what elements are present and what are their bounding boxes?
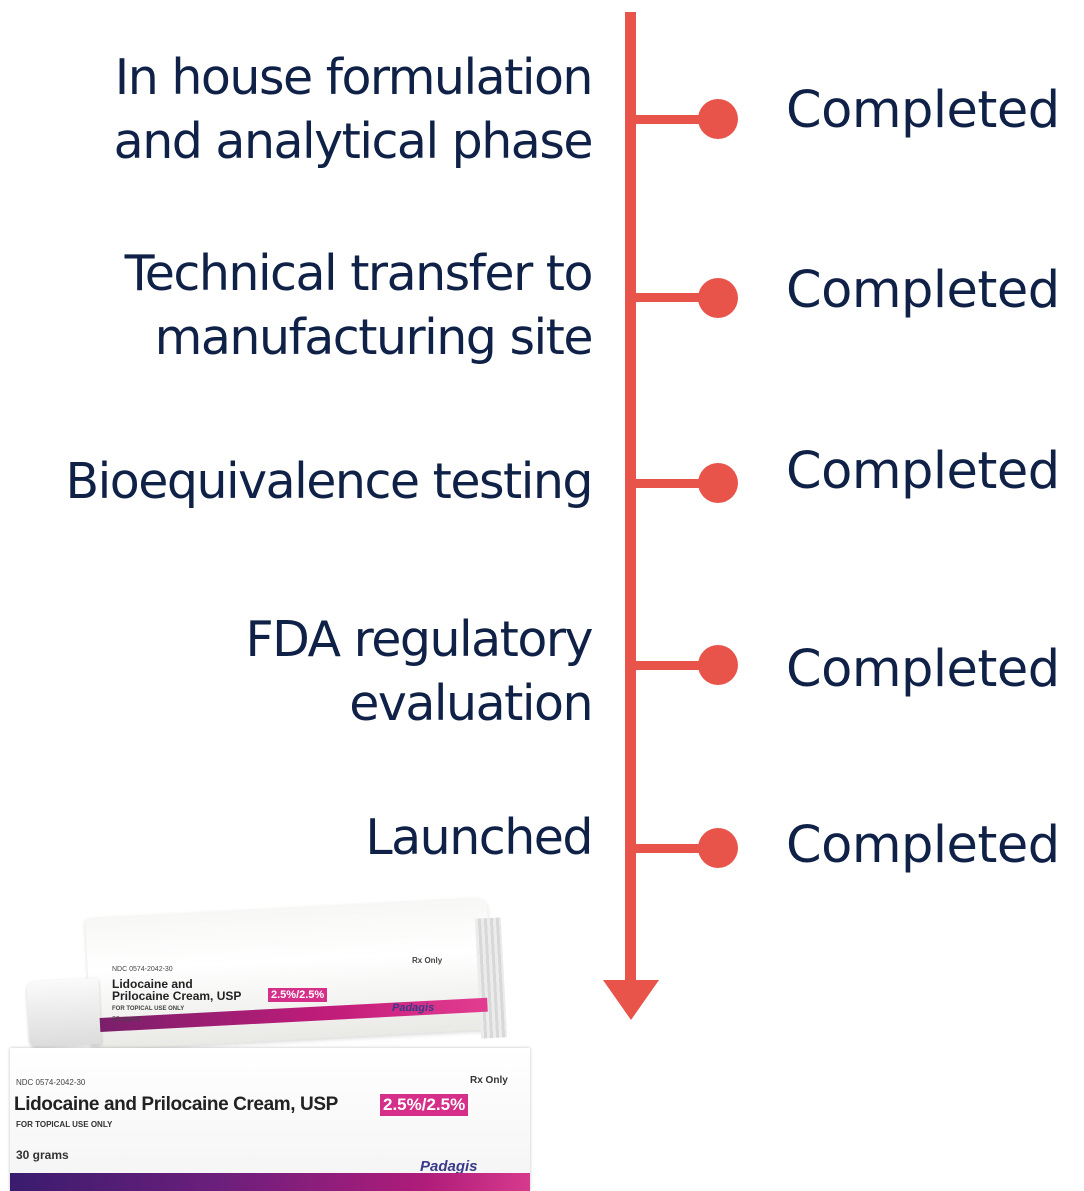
step-status: Completed	[786, 81, 1060, 140]
tube-rx-only: Rx Only	[412, 956, 443, 965]
tube-usage: FOR TOPICAL USE ONLY	[112, 1006, 185, 1012]
step-status: Completed	[786, 442, 1060, 501]
tube-strength-badge: 2.5%/2.5%	[268, 988, 328, 1002]
step-label-tech-transfer: Technical transfer to manufacturing site	[124, 245, 594, 366]
box-usage: FOR TOPICAL USE ONLY	[16, 1120, 113, 1129]
step-status: Completed	[786, 261, 1060, 320]
step-marker-dot	[698, 645, 738, 685]
step-marker-dot	[698, 278, 738, 318]
tube-ndc: NDC 0574-2042-30	[112, 966, 173, 973]
box-strength-badge: 2.5%/2.5%	[380, 1094, 469, 1116]
step-marker-dot	[698, 463, 738, 503]
tube-name-line2: Prilocaine Cream, USP	[112, 989, 242, 1003]
step-status: Completed	[786, 640, 1060, 699]
tube-crimp	[474, 917, 508, 1039]
step-label-formulation: In house formulation and analytical phas…	[113, 49, 594, 170]
box-ndc: NDC 0574-2042-30	[16, 1078, 86, 1087]
step-connector	[636, 293, 718, 302]
tube-size: 30 grams	[112, 1016, 142, 1023]
tube-cap	[26, 978, 102, 1048]
product-box	[10, 1048, 530, 1191]
box-brand-logo: Padagis	[420, 1158, 478, 1175]
step-label-fda-evaluation: FDA regulatory evaluation	[245, 611, 594, 732]
step-status: Completed	[786, 816, 1060, 875]
timeline-axis-line	[625, 12, 636, 990]
step-connector	[636, 479, 718, 488]
box-stripe	[10, 1173, 530, 1191]
box-rx-only: Rx Only	[470, 1075, 508, 1086]
tube-brand-logo: Padagis	[392, 1002, 435, 1014]
tube-name-line1: Lidocaine and	[112, 977, 193, 991]
box-product-name: Lidocaine and Prilocaine Cream, USP	[14, 1094, 338, 1115]
product-packaging-image: NDC 0574-2042-30 Rx Only Lidocaine and P…	[0, 897, 560, 1191]
step-connector	[636, 661, 718, 670]
step-connector	[636, 844, 718, 853]
step-marker-dot	[698, 828, 738, 868]
timeline-arrowhead	[603, 980, 659, 1020]
step-label-bioequivalence: Bioequivalence testing	[65, 453, 593, 510]
step-marker-dot	[698, 99, 738, 139]
step-label-launched: Launched	[365, 809, 593, 866]
step-connector	[636, 115, 718, 124]
box-size: 30 grams	[16, 1148, 69, 1162]
